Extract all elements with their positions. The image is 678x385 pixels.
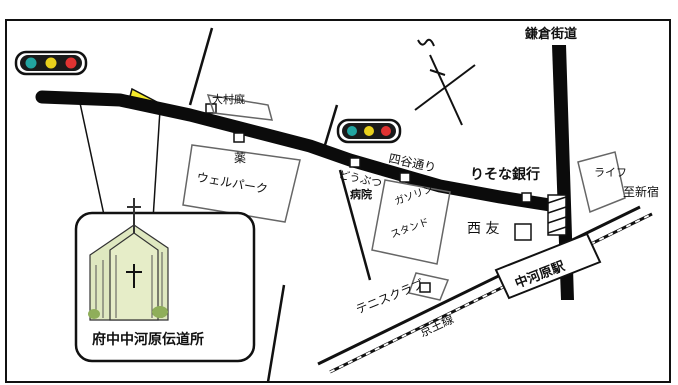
- life-label: ライフ: [594, 166, 627, 179]
- keio-railway: [317, 205, 653, 374]
- church-icon: [88, 198, 169, 321]
- seiyu-label: 西 友: [467, 221, 499, 237]
- gas-station-block: [371, 179, 451, 265]
- main-road: [35, 90, 557, 212]
- green-light-icon: [347, 126, 357, 136]
- gas-label-1: ガソリン: [393, 183, 435, 208]
- red-light-icon: [65, 57, 77, 69]
- tennis-label: テニスクラブ: [354, 276, 426, 317]
- building-blocks: [182, 94, 626, 301]
- side-streets: [188, 27, 372, 383]
- north-arrow-icon: [414, 38, 476, 126]
- kamakura-kaido-road: [552, 45, 574, 300]
- yellow-light-icon: [364, 126, 374, 136]
- traffic-light-left: [14, 50, 88, 76]
- pointer-line-left: [79, 102, 105, 216]
- pharmacy-name-label: ウェルパーク: [195, 170, 268, 196]
- resona-label: りそな銀行: [470, 166, 540, 183]
- street-north-1: [188, 27, 214, 106]
- street-south-1: [266, 284, 286, 383]
- railway-crossing: [547, 194, 567, 236]
- zoo-hospital-label-2: 病院: [350, 187, 372, 201]
- church-callout: 府中中河原伝道所: [74, 198, 256, 363]
- pharmacy-block: [182, 144, 301, 223]
- omura-label: 大村廐: [212, 92, 245, 106]
- station-sign: [494, 232, 602, 300]
- omura-block: [206, 94, 274, 121]
- yellow-light-icon: [45, 57, 57, 69]
- kamakura-kaido-label: 鎌倉街道: [524, 26, 577, 42]
- map-frame: [5, 19, 671, 383]
- red-light-icon: [381, 126, 391, 136]
- tennis-block: [408, 272, 450, 301]
- green-light-icon: [25, 57, 37, 69]
- pharmacy-mark-label: 薬: [234, 151, 246, 165]
- to-shinjuku-label: 至新宿: [623, 184, 659, 199]
- church-name-label: 府中中河原伝道所: [92, 331, 204, 348]
- street-north-2: [323, 104, 339, 146]
- traffic-light-center: [336, 118, 402, 144]
- street-south-2: [338, 169, 372, 281]
- building-markers: [205, 103, 532, 293]
- keio-line-label: 京王線: [417, 311, 456, 340]
- life-block: [577, 151, 626, 214]
- gas-label-2: スタンド: [389, 216, 431, 241]
